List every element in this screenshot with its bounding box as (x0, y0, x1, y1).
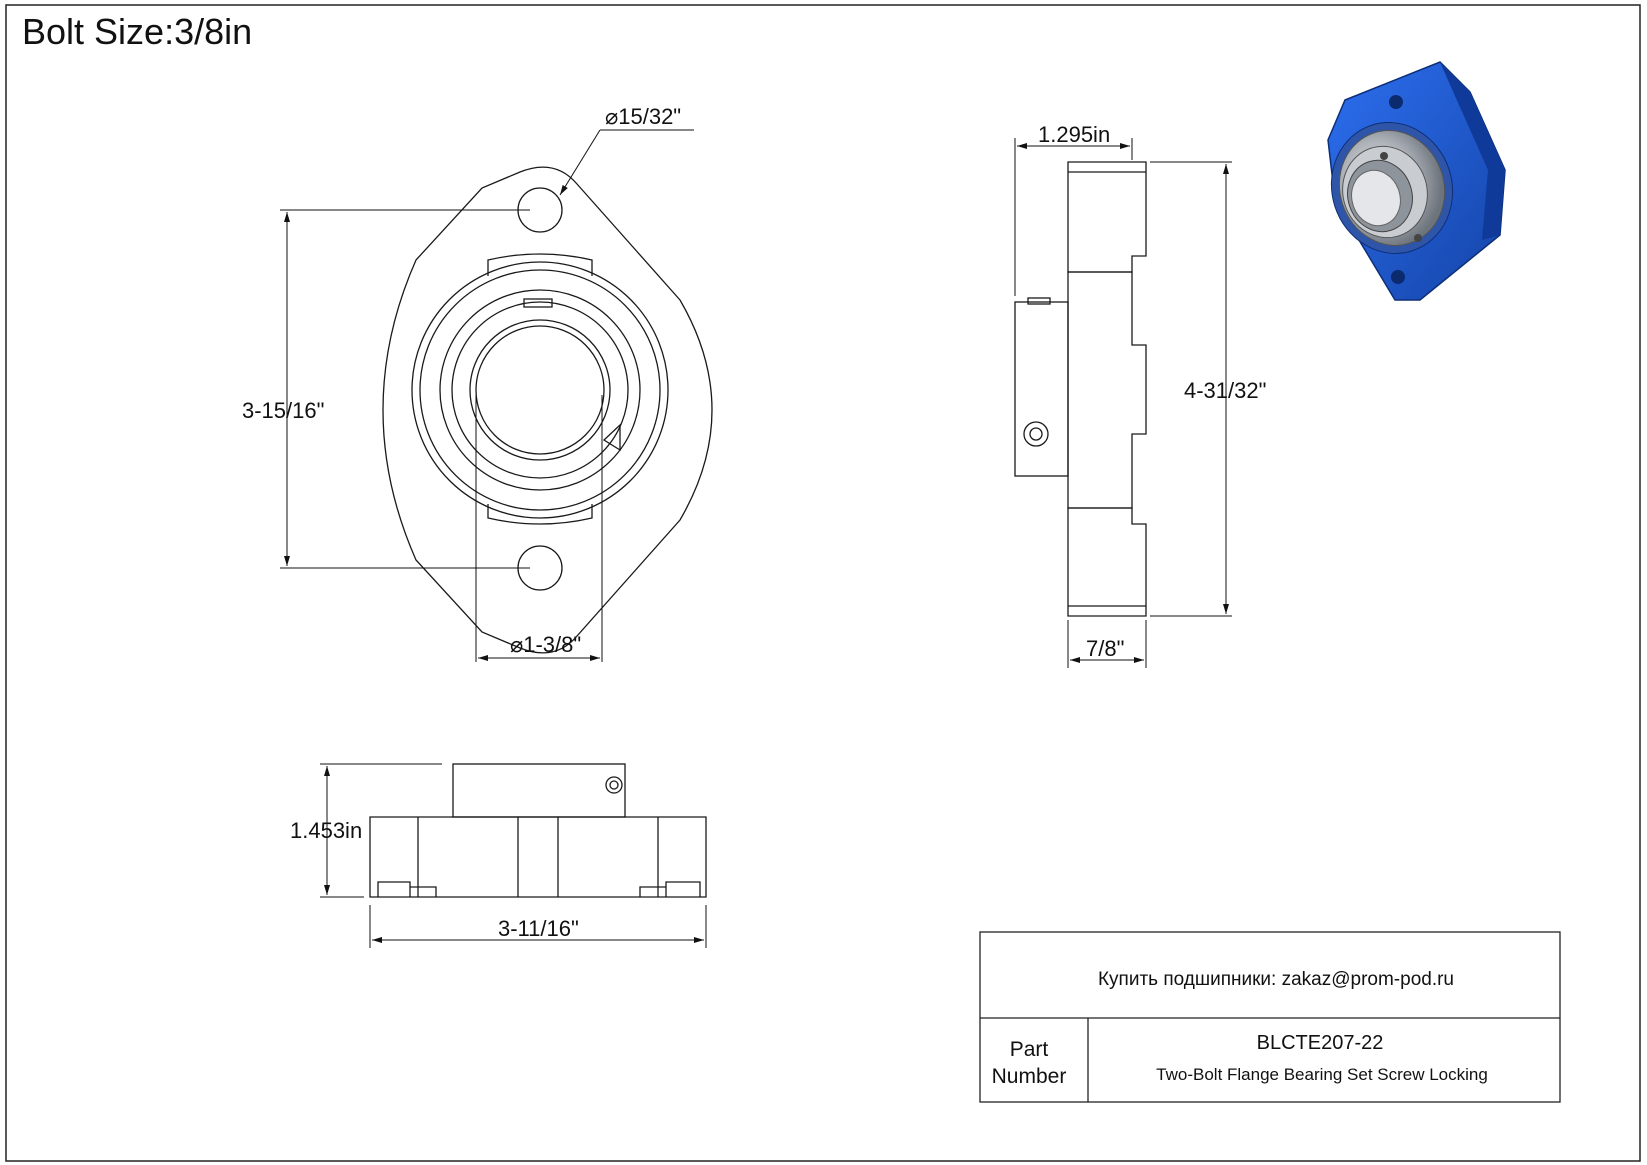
dim-overall-width: 3-11/16" (498, 916, 579, 941)
set-screw-head (1023, 421, 1049, 447)
side-collar (1014, 301, 1069, 477)
part-label-line2: Number (992, 1065, 1067, 1088)
sheet-border (5, 4, 1641, 1162)
dim-bolt-hole-value: 15/32" (618, 104, 681, 129)
dim-bottom-height: 1.453in (290, 818, 362, 843)
bearing-inner-ring (469, 319, 611, 461)
page-title: Bolt Size:3/8in (22, 11, 252, 52)
housing-side-shade (1440, 62, 1505, 240)
diameter-symbol: ⌀ (510, 633, 523, 658)
part-number: BLCTE207-22 (1257, 1032, 1384, 1054)
bottom-set-screw (605, 776, 623, 794)
bearing-collar (451, 301, 629, 479)
title-block (979, 931, 1561, 1103)
dim-bore-value: 1-3/8" (523, 632, 581, 657)
bore-inner-3d (1351, 169, 1401, 227)
iso-set-screw-bottom (1414, 234, 1422, 242)
side-view (1014, 161, 1147, 617)
side-collar-tab (1027, 297, 1051, 305)
bottom-view-dimensions (320, 763, 707, 948)
side-flange-top (1067, 161, 1147, 273)
side-flange-mid (1067, 271, 1147, 509)
set-screw-slot (523, 298, 553, 308)
bore (475, 325, 605, 455)
front-view-dimensions (280, 129, 694, 662)
dim-flange-thickness: 7/8" (1086, 636, 1124, 661)
purchase-text: Купить подшипники: zakaz@prom-pod.ru (1098, 969, 1454, 990)
iso-bolt-hole-top (1389, 95, 1403, 109)
iso-bolt-hole-bottom (1391, 270, 1405, 284)
boss-bottom (487, 504, 593, 525)
front-view (382, 166, 713, 654)
set-screw-tab (602, 423, 621, 452)
housing-ring-mid (419, 269, 661, 511)
part-label-line1: Part (1010, 1038, 1049, 1061)
dim-side-height: 4-31/32" (1184, 378, 1266, 403)
set-screw-socket (1029, 427, 1043, 441)
part-description: Two-Bolt Flange Bearing Set Screw Lockin… (1156, 1065, 1488, 1084)
bottom-flange (369, 816, 707, 898)
flange-outline (382, 166, 713, 654)
housing-ring-outer (411, 261, 669, 519)
dim-bore-diameter: ⌀1-3/8" (510, 632, 581, 658)
dim-bolt-spacing: 3-15/16" (242, 398, 324, 423)
side-view-dimensions (1014, 138, 1232, 668)
isometric-render (1327, 61, 1506, 301)
bottom-collar (452, 763, 626, 818)
side-flange-bottom (1067, 507, 1147, 617)
bearing-outer-ring (439, 289, 641, 491)
boss-top (487, 253, 593, 276)
dim-bolt-hole: ⌀15/32" (605, 104, 681, 130)
diameter-symbol: ⌀ (605, 105, 618, 130)
iso-set-screw-top (1380, 152, 1388, 160)
dim-side-depth: 1.295in (1038, 122, 1110, 147)
bottom-view (369, 763, 707, 898)
